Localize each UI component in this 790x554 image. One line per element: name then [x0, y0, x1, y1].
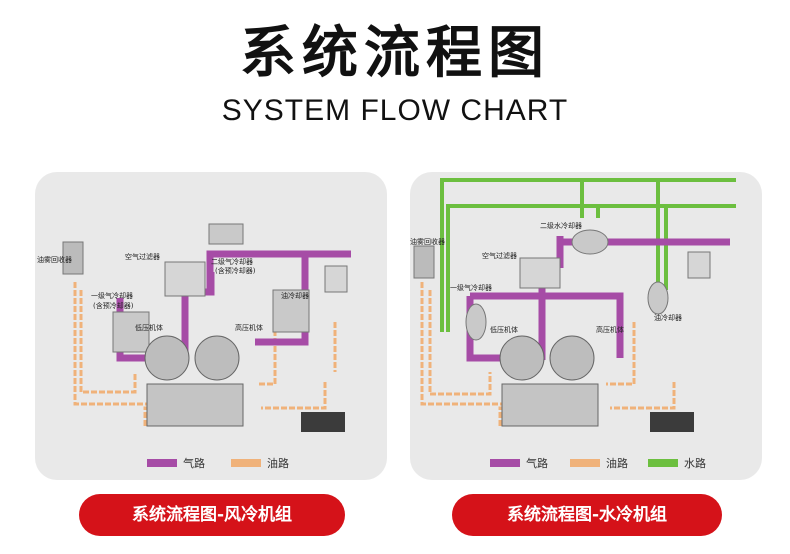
label-second-water-cooler: 二级水冷却器 — [540, 221, 582, 230]
label-second-gas-cooler: 二级气冷却器 — [211, 257, 253, 266]
low-pressure-rotor — [499, 335, 545, 381]
water-cooled-diagram: 油雾回收器 空气过滤器 二级水冷却器 一级气冷却器 油冷却器 低压机体 高压机体… — [410, 172, 762, 480]
oil-line — [428, 290, 492, 396]
legend-gas-label: 气路 — [183, 456, 205, 470]
top-cooler — [208, 223, 244, 245]
legend-water-label: 水路 — [684, 457, 706, 470]
first-cooler-block — [112, 311, 150, 353]
water-line — [440, 178, 736, 332]
label-oil-collector: 油雾回收器 — [37, 255, 72, 264]
oil-line — [420, 282, 512, 424]
oil-cooler-block — [272, 289, 310, 333]
high-pressure-rotor — [194, 335, 240, 381]
air-cooled-diagram: 油雾回收器 空气过滤器 二级气冷却器 (含预冷却器) 一级气冷却器 (含预冷却器… — [35, 172, 387, 480]
air-filter-box — [519, 257, 561, 289]
label-oil-collector: 油雾回收器 — [410, 237, 445, 246]
oil-line — [610, 382, 676, 410]
legend-oil-swatch — [570, 459, 600, 467]
label-oil-cooler: 油冷却器 — [281, 291, 309, 300]
gas-line — [255, 254, 309, 346]
first-gas-cooler-vessel — [465, 303, 487, 341]
label-oil-cooler: 油冷却器 — [654, 313, 682, 322]
label-air-filter: 空气过滤器 — [482, 251, 517, 260]
label-air-filter: 空气过滤器 — [125, 252, 160, 261]
gearbox — [146, 383, 244, 427]
gearbox — [501, 383, 599, 427]
legend-oil-label: 油路 — [267, 456, 289, 470]
label-low-pressure-body: 低压机体 — [490, 325, 518, 334]
oil-line — [79, 290, 137, 394]
label-first-gas-cooler-note: (含预冷却器) — [93, 301, 134, 310]
oil-line — [261, 382, 327, 410]
oil-collector-tank — [62, 241, 84, 275]
legend-oil-label: 油路 — [606, 456, 628, 470]
legend-water-swatch — [648, 459, 678, 467]
water-lines — [440, 178, 736, 332]
legend: 气路 油路 — [147, 456, 289, 470]
legend-gas-label: 气路 — [526, 456, 548, 470]
label-high-pressure-body: 高压机体 — [235, 323, 263, 332]
air-cooled-caption: 系统流程图-风冷机组 — [79, 494, 345, 536]
oil-cooler-vessel — [647, 281, 669, 315]
water-line — [446, 204, 736, 332]
oil-line — [606, 322, 636, 386]
label-low-pressure-body: 低压机体 — [135, 323, 163, 332]
second-water-cooler — [571, 229, 609, 255]
label-first-gas-cooler: 一级气冷却器 — [91, 291, 133, 300]
outlet-filter — [324, 265, 348, 293]
label-high-pressure-body: 高压机体 — [596, 325, 624, 334]
water-cooled-caption: 系统流程图-水冷机组 — [452, 494, 722, 536]
label-second-gas-cooler-note: (含预冷却器) — [215, 266, 256, 275]
legend: 气路 油路 水路 — [490, 456, 706, 470]
low-pressure-rotor — [144, 335, 190, 381]
oil-collector-tank — [413, 245, 435, 279]
oil-pump-motor — [301, 412, 345, 432]
gas-line — [470, 292, 624, 358]
legend-gas-swatch — [490, 459, 520, 467]
air-filter-box — [164, 261, 206, 297]
high-pressure-rotor — [549, 335, 595, 381]
page-subtitle: SYSTEM FLOW CHART — [221, 94, 569, 127]
outlet-filter — [687, 251, 711, 279]
oil-pump-motor — [650, 412, 694, 432]
legend-oil-swatch — [231, 459, 261, 467]
page-title: 系统流程图 — [240, 21, 550, 86]
legend-gas-swatch — [147, 459, 177, 467]
label-first-gas-cooler: 一级气冷却器 — [450, 283, 492, 292]
